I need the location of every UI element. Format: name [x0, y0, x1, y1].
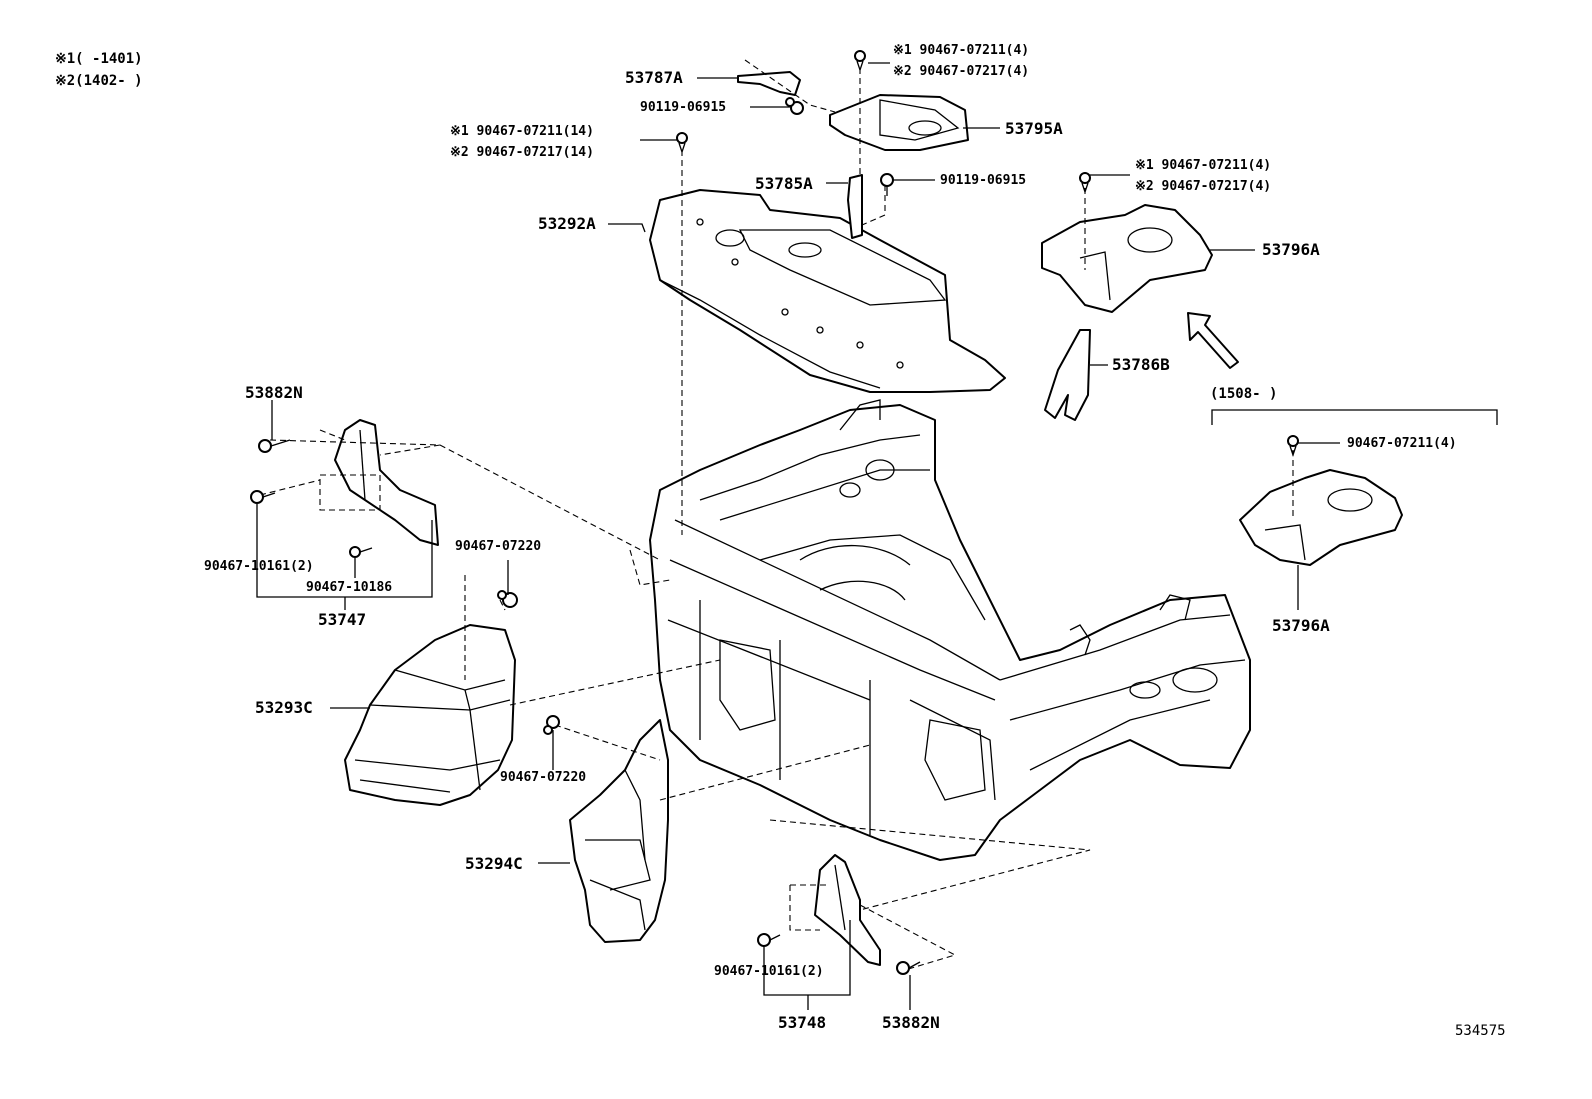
clip-icon — [896, 961, 921, 975]
cover-53795a — [829, 94, 969, 151]
clip-icon — [1079, 172, 1091, 195]
clip-icon — [1287, 435, 1299, 458]
part-label-90467-07220-top[interactable]: 90467-07220 — [455, 539, 542, 554]
part-label-53785a[interactable]: 53785A — [755, 174, 813, 193]
part-label-53787a[interactable]: 53787A — [625, 68, 683, 87]
cover-53796a-upper — [1041, 204, 1213, 313]
part-label-53748[interactable]: 53748 — [778, 1013, 827, 1032]
bracket-53786b — [1044, 329, 1091, 421]
clip-icon — [854, 50, 866, 73]
part-label-bolt-1-left[interactable]: ※1 90467-07211(14) — [450, 124, 594, 139]
part-label-bolt-2-top[interactable]: ※2 90467-07217(4) — [893, 64, 1030, 79]
part-label-53293c[interactable]: 53293C — [255, 698, 313, 717]
bolt-icon — [497, 590, 518, 608]
alignment-lines — [259, 68, 1294, 971]
part-label-bolt-2-left[interactable]: ※2 90467-07217(14) — [450, 145, 594, 160]
screw-icon — [349, 546, 373, 558]
part-label-53796a-bottom[interactable]: 53796A — [1272, 616, 1330, 635]
part-label-90119-06915-top[interactable]: 90119-06915 — [640, 100, 727, 115]
part-label-90467-10161-left[interactable]: 90467-10161(2) — [204, 559, 314, 574]
part-label-53882n-top[interactable]: 53882N — [245, 383, 303, 402]
footnote-2: ※2(1402- ) — [55, 73, 143, 89]
bolt-icon — [543, 715, 560, 735]
bracket-53787a — [737, 59, 836, 113]
bracket-53785a — [847, 174, 863, 239]
bolt-icon — [785, 97, 804, 115]
clip-icon — [676, 132, 688, 155]
bracket-assembly-53747 — [319, 419, 439, 546]
date-range-label: (1508- ) — [1210, 386, 1278, 402]
range-bracket-1508 — [1211, 409, 1498, 425]
part-label-90467-10186[interactable]: 90467-10186 — [306, 580, 393, 595]
part-label-53786b[interactable]: 53786B — [1112, 355, 1170, 374]
bolt-icon — [250, 490, 276, 504]
footnote-1: ※1( -1401) — [55, 51, 143, 67]
front-body-structure — [649, 399, 1251, 861]
leader-lines — [256, 62, 1340, 1010]
clip-icon — [258, 439, 291, 453]
part-label-90119-06915-mid[interactable]: 90119-06915 — [940, 173, 1027, 188]
bracket-assembly-53748 — [814, 854, 881, 966]
fasteners — [250, 50, 1299, 975]
part-label-53882n-bottom[interactable]: 53882N — [882, 1013, 940, 1032]
illustration-number: 534575 — [1455, 1023, 1506, 1039]
side-shroud-53294c — [569, 719, 669, 943]
part-label-53292a[interactable]: 53292A — [538, 214, 596, 233]
part-label-90467-07220-bottom[interactable]: 90467-07220 — [500, 770, 587, 785]
side-shroud-53293c — [344, 624, 516, 806]
part-label-bolt-1-top[interactable]: ※1 90467-07211(4) — [893, 43, 1030, 58]
part-label-53294c[interactable]: 53294C — [465, 854, 523, 873]
part-label-53747[interactable]: 53747 — [318, 610, 367, 629]
part-label-bolt-1-right[interactable]: ※1 90467-07211(4) — [1135, 158, 1272, 173]
bolt-icon — [757, 933, 781, 947]
part-label-53795a[interactable]: 53795A — [1005, 119, 1063, 138]
view-arrow-icon — [1187, 312, 1239, 369]
part-label-53796a-top[interactable]: 53796A — [1262, 240, 1320, 259]
cover-53796a-lower — [1239, 469, 1403, 566]
part-label-bolt-2-right[interactable]: ※2 90467-07217(4) — [1135, 179, 1272, 194]
part-label-90467-10161-bottom[interactable]: 90467-10161(2) — [714, 964, 824, 979]
radiator-support-cover-53292a — [649, 189, 1006, 393]
part-label-90467-07211-4[interactable]: 90467-07211(4) — [1347, 436, 1457, 451]
bolt-icon — [880, 173, 894, 196]
